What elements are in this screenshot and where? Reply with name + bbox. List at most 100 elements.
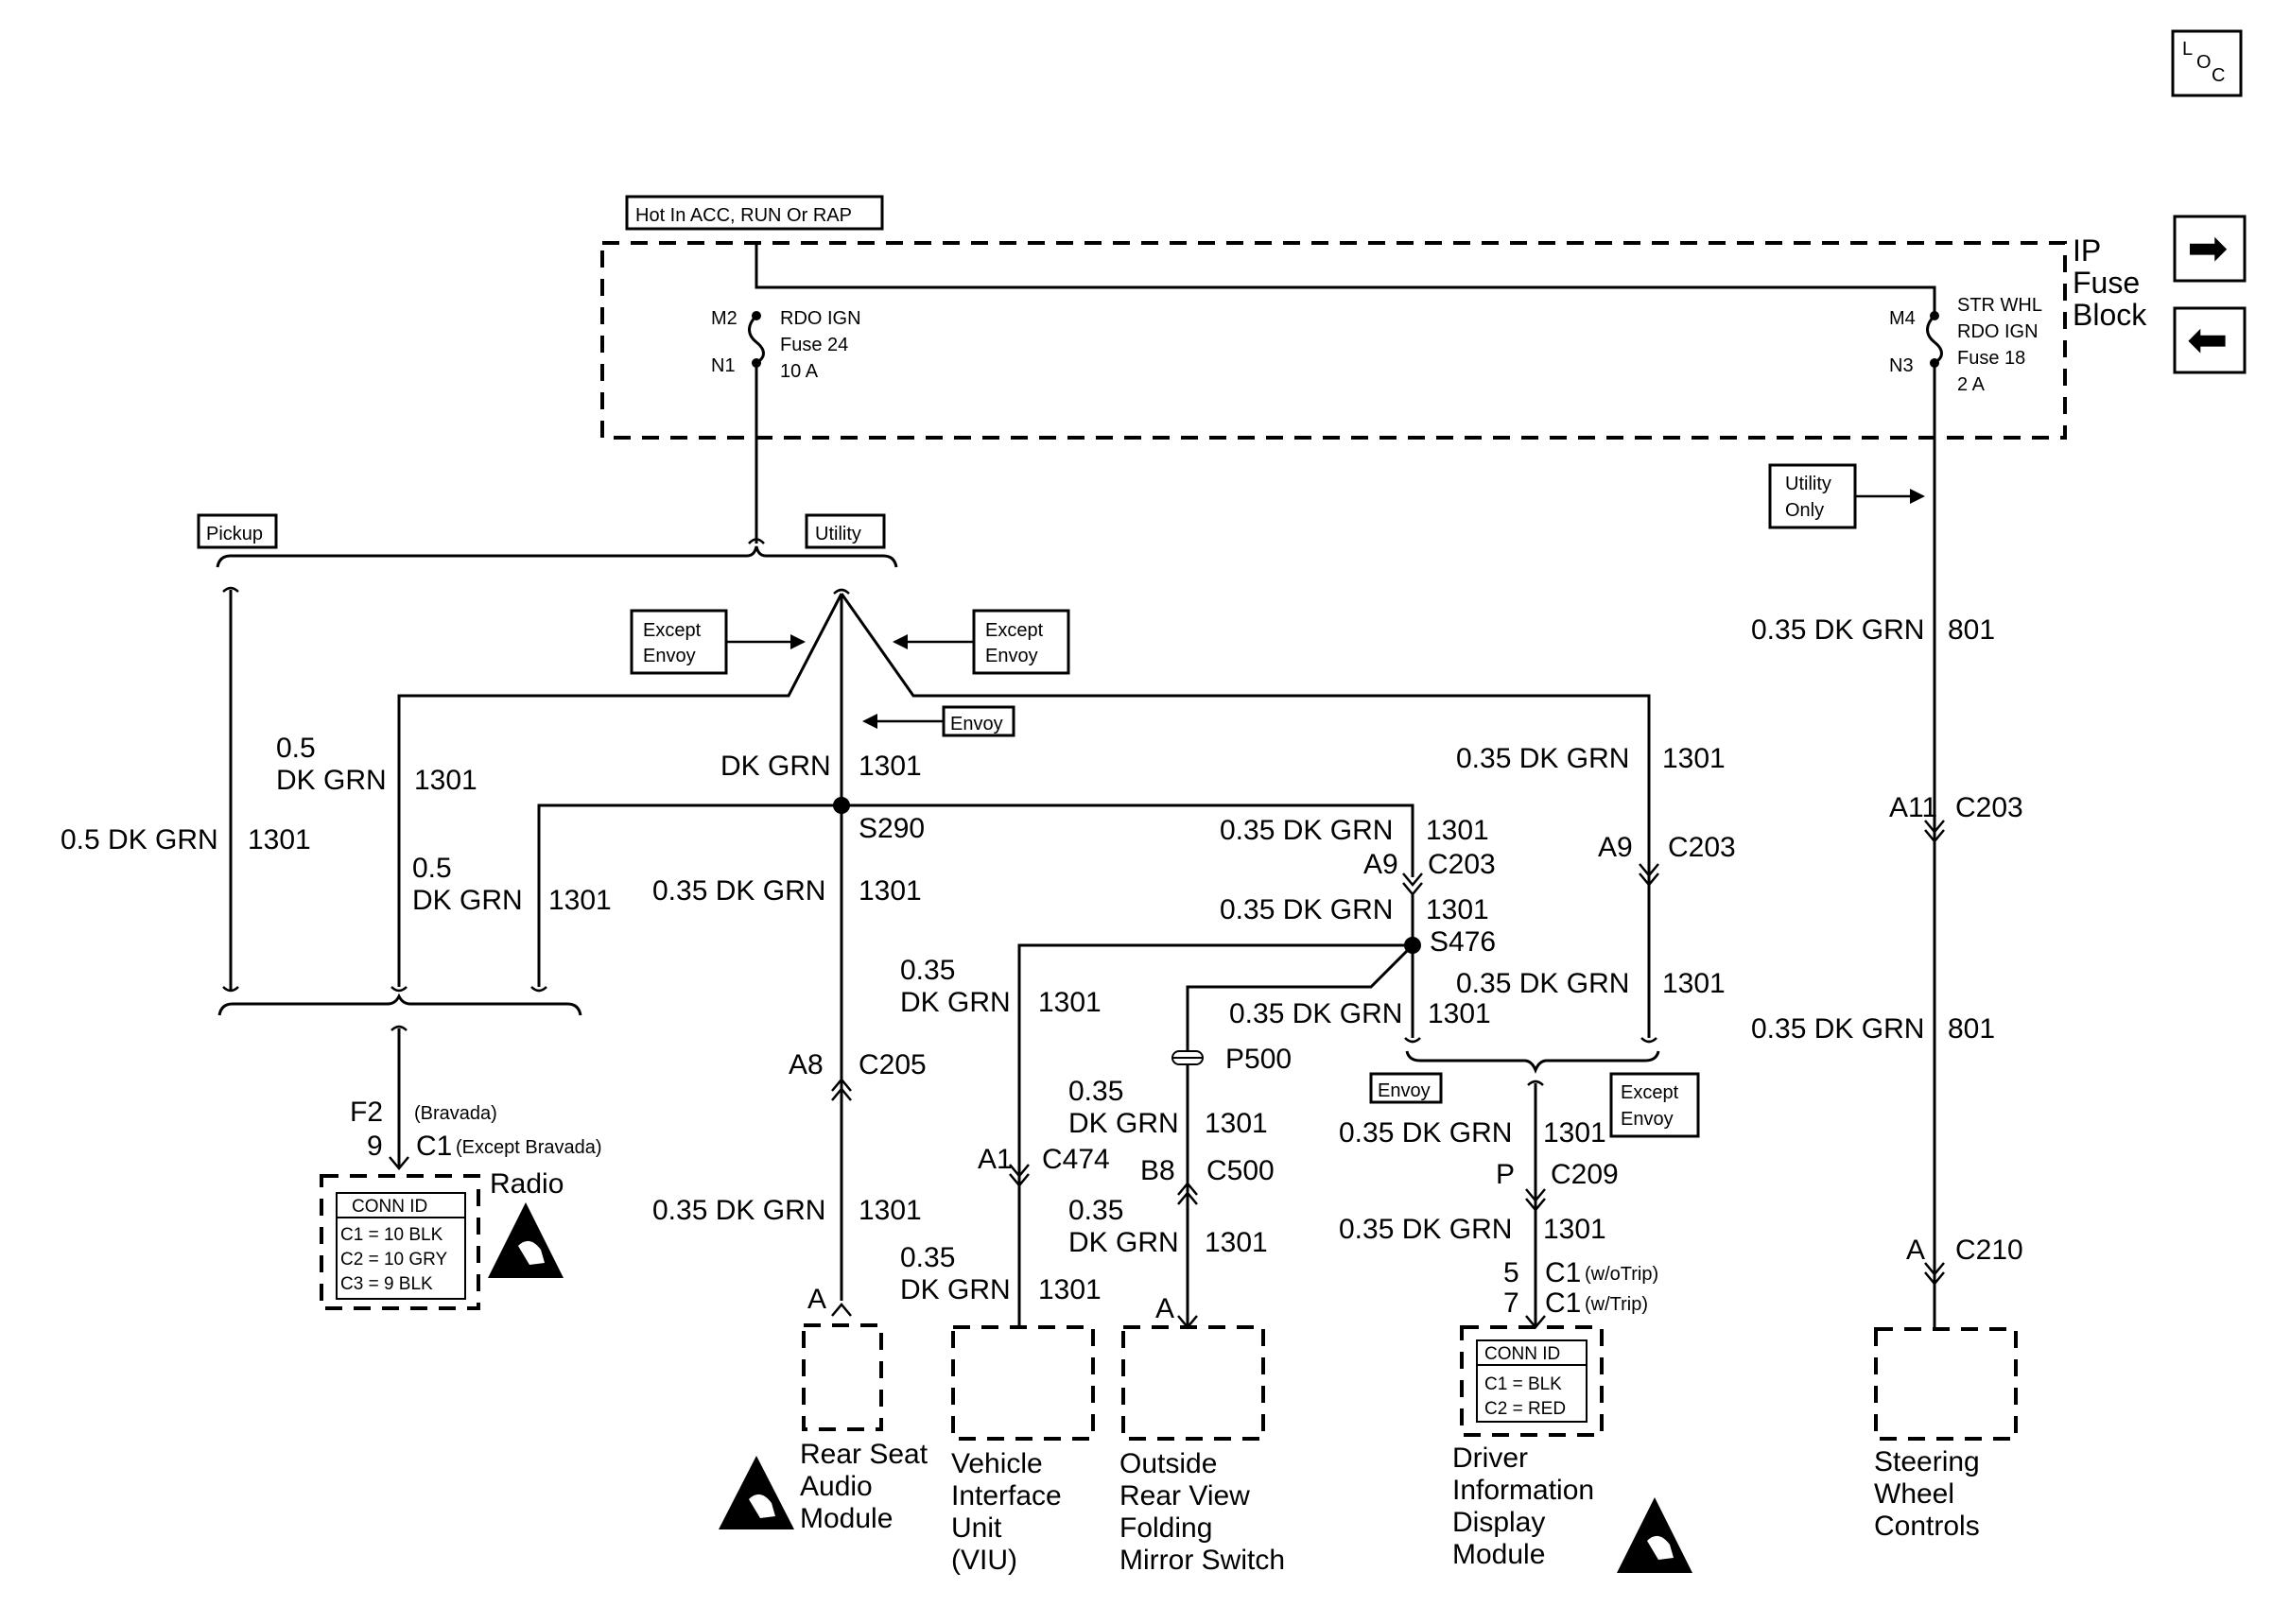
circuit-1301-b: 1301 (548, 885, 612, 916)
c474-arrow-a (1009, 1164, 1030, 1178)
conn-c1-dim-a: C1 (1545, 1257, 1581, 1288)
conn-a-rsam: A (807, 1284, 826, 1315)
conn-wo-trip: (w/oTrip) (1585, 1264, 1658, 1285)
loc-letter-c: C (2212, 65, 2225, 86)
loc-letter-l: L (2182, 39, 2193, 60)
gauge-05-a: 0.5 (276, 733, 316, 764)
conn-c203-right: C203 (1668, 832, 1736, 863)
fuse18-pin-m4: M4 (1889, 308, 1916, 329)
dkgrn-viu-b: DK GRN (900, 1274, 1011, 1305)
circuit-1301-viu: 1301 (1038, 987, 1102, 1018)
radio-conn-arrow (389, 1156, 409, 1170)
circuit-1301-c: 1301 (859, 875, 922, 907)
conn-a-c210: A (1906, 1235, 1925, 1266)
fuse18-text-3: Fuse 18 (1957, 348, 2025, 369)
pickup-utility-brace (216, 545, 898, 568)
fuse24-pin-m2: M2 (711, 308, 737, 329)
pickup-break-bottom (222, 986, 239, 993)
mirror-label-2: Rear View (1119, 1480, 1250, 1512)
dim-break (1527, 1080, 1544, 1086)
fuse24-text-2: Fuse 24 (780, 335, 848, 355)
fuse-block-label-3: Block (2073, 298, 2147, 332)
arrow-right-icon: ➡ (2187, 221, 2229, 276)
c209-arrow-b (1525, 1198, 1546, 1212)
fuse-block-bus (755, 244, 1936, 312)
except-envoy-left-2: Envoy (643, 646, 696, 666)
circuit-1301-dim-a: 1301 (1543, 1117, 1606, 1149)
viu-label-1: Vehicle (951, 1448, 1043, 1479)
radio-conn-id-title: CONN ID (352, 1197, 427, 1217)
hot-in-tag-box (625, 195, 884, 231)
next-page-button[interactable]: ➡ (2173, 215, 2247, 283)
arrow-left-tag-head (790, 634, 806, 649)
circuit-801-b: 801 (1948, 1013, 1995, 1045)
wire-s476-viu (1017, 943, 1413, 1325)
ip-fuse-block-outline (600, 241, 2067, 440)
fuse24-pin-n1: N1 (711, 355, 736, 376)
fuse-block-label-1: IP (2073, 233, 2101, 268)
radio-module-outline (320, 1174, 480, 1310)
circuit-1301-d: 1301 (859, 1195, 922, 1226)
gauge-05-b: 0.5 (412, 853, 452, 884)
viu-label-2: Interface (951, 1480, 1062, 1512)
conn-c205: C205 (859, 1049, 927, 1080)
c500-arrow-a (1177, 1182, 1198, 1196)
dim-label-4: Module (1452, 1539, 1545, 1570)
pickup-tag: Pickup (206, 524, 263, 544)
dim-label-2: Information (1452, 1475, 1594, 1506)
wire-035-right-a: 0.35 DK GRN (1456, 743, 1629, 774)
steering-label-3: Controls (1874, 1511, 1980, 1542)
wire-s476-mirror (1186, 943, 1414, 1325)
rear-seat-audio-module-outline (802, 1323, 883, 1431)
utility-tag-box (805, 513, 886, 549)
c210-arrow-a (1924, 1262, 1945, 1276)
conn-w-trip: (w/Trip) (1585, 1294, 1648, 1315)
circuit-801-a: 801 (1948, 614, 1995, 646)
circuit-1301-g: 1301 (1428, 998, 1491, 1029)
arrow-right-tag-head (893, 634, 908, 649)
steering-label-2: Wheel (1874, 1478, 1954, 1510)
except-envoy-dim-1: Except (1621, 1082, 1679, 1103)
wire-except-envoy-right (840, 593, 1651, 1038)
conn-a8: A8 (789, 1049, 824, 1080)
conn-f2: F2 (350, 1097, 383, 1128)
fuse18-text-4: 2 A (1957, 374, 1986, 395)
s290-left-break (530, 986, 547, 993)
arrow-envoy-center-head (862, 714, 877, 729)
utility-break (833, 588, 850, 595)
conn-except-bravada: (Except Bravada) (456, 1137, 602, 1158)
previous-page-button[interactable]: ⬅ (2173, 306, 2247, 374)
arrow-utility-only-head (1910, 489, 1925, 504)
wire-s290-left (537, 803, 842, 987)
conn-pin5: 5 (1503, 1257, 1519, 1288)
dim-conn-c2: C2 = RED (1484, 1399, 1566, 1419)
pickup-break-top (222, 586, 239, 593)
loc-button[interactable]: L O C (2171, 29, 2243, 97)
fuse-18: M4 N3 STR WHL RDO IGN Fuse 18 2 A (1889, 295, 2042, 395)
gauge-035-viu: 0.35 (900, 955, 955, 986)
wire-035-801-b: 0.35 DK GRN (1751, 1013, 1924, 1045)
c203-801-arrow-b (1924, 829, 1945, 843)
dim-brace (1405, 1050, 1660, 1075)
fuse-24: M2 N1 RDO IGN Fuse 24 10 A (711, 308, 861, 382)
c205-arrow-up-2 (831, 1087, 852, 1101)
except-envoy-left-1: Except (643, 620, 702, 641)
viu-label-4: (VIU) (951, 1545, 1017, 1576)
conn-a9-s476: A9 (1363, 849, 1398, 880)
rsam-label-3: Module (800, 1503, 893, 1534)
steering-wheel-controls-outline (1874, 1327, 2018, 1441)
envoy-tag-dim-box (1369, 1072, 1443, 1104)
conn-a9-right: A9 (1598, 832, 1633, 863)
dkgrn-b: DK GRN (412, 885, 523, 916)
c500-arrow-b (1177, 1191, 1198, 1205)
arrow-left-icon: ⬅ (2187, 313, 2229, 368)
wire-035-s476-c: 0.35 DK GRN (1229, 998, 1402, 1029)
radio-conn-id-box (336, 1192, 466, 1300)
conn-b8: B8 (1140, 1155, 1175, 1186)
rsam-label-2: Audio (800, 1471, 873, 1502)
conn-c203-s476: C203 (1428, 849, 1496, 880)
dim-label-3: Display (1452, 1507, 1545, 1538)
except-envoy-tag-left-box (630, 609, 728, 675)
fuse18-text-2: RDO IGN (1957, 321, 2039, 342)
conn-pin9: 9 (367, 1131, 383, 1162)
